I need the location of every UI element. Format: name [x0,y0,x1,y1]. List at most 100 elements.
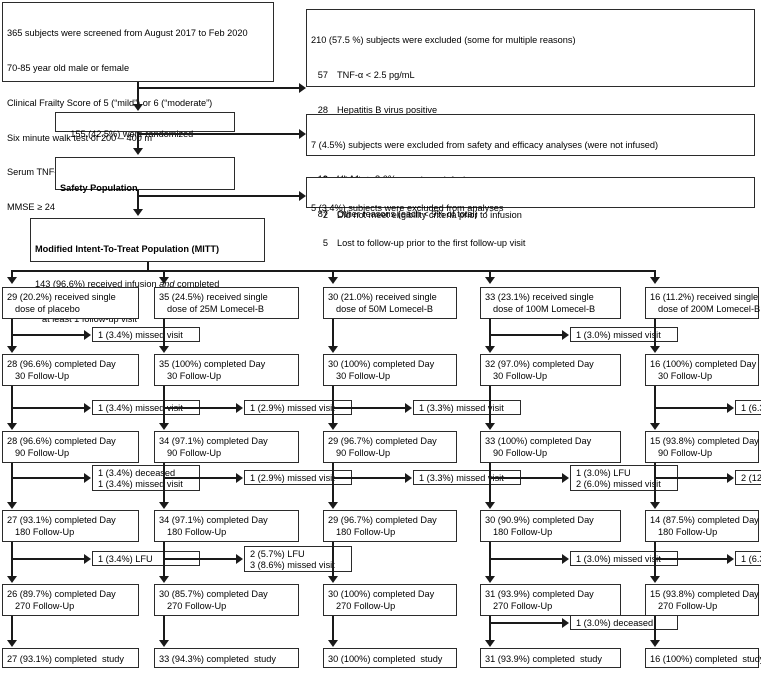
placebo-arrow-after_day180 [84,553,91,564]
loss-text: 1 (6.3%) missed visit [741,403,761,413]
box-line-1: 33 (94.3%) completed study [159,654,276,664]
lomecel-b-200m-connector-day270-followup [654,616,656,642]
lomecel-b-100m-arrow-completed-study [485,640,495,647]
box-line-1: 27 (93.1%) completed study [7,654,124,664]
lomecel-b-50m-connector-day90-followup [332,463,334,504]
box-line-1: 30 (85.7%) completed Day [159,589,268,599]
box-line-2: dose of 25M Lomecel-B [167,304,265,315]
loss-text: 1 (2.9%) missed visit [250,403,335,413]
box-line-1: 29 (20.2%) received single [7,292,116,302]
placebo-arrow-day30-followup [7,346,17,353]
box-line-2: 180 Follow-Up [658,527,718,538]
lomecel-b-100m-branch-after_allocation [489,333,563,336]
arrow-to-randomized [133,104,143,111]
lomecel-b-200m-completed-study-box: 16 (100%) completed study [645,648,761,668]
box-line-1: 15 (93.8%) completed Day [650,589,759,599]
lomecel-b-50m-branch-after_day90 [332,476,406,479]
placebo-branch-after_day180 [11,557,85,560]
loss-text: 2 (5.7%) LFU [250,549,305,559]
lomecel-b-200m-arrow-day90-followup [650,423,660,430]
lomecel-b-200m-arrow-day180-followup [650,502,660,509]
box-line-2: dose of 100M Lomecel-B [493,304,596,315]
box-line-2: 30 Follow-Up [658,371,713,382]
placebo-branch-after_day90 [11,477,85,479]
connector-screening-down [137,82,139,87]
placebo-arrow-day180-followup [7,502,17,509]
placebo-arrow-day90-followup [7,423,17,430]
exclusion-text: Hepatitis B virus positive [337,104,438,115]
box-line-1: 30 (100%) completed study [328,654,443,664]
lomecel-b-100m-arrow-after_day90 [562,473,569,483]
lomecel-b-25m-arrow-day90-followup [159,423,169,430]
lomecel-b-50m-arrow-day30-followup [328,346,338,353]
loss-text: 2 (6.0%) missed visit [576,479,661,490]
placebo-arrow-after_day30 [84,402,91,413]
placebo-connector-day30-followup [11,386,13,425]
safety-population-box: Safety Population 148 (96.1%) received i… [55,157,235,228]
lomecel-b-25m-arrow-day180-followup [159,502,169,509]
loss-text: 1 (3.0%) LFU [576,468,631,478]
screening-line-2: 70-85 year old male or female [7,62,130,73]
loss-text: 1 (3.3%) missed visit [419,403,504,413]
lomecel-b-25m-completed-study-box: 33 (94.3%) completed study [154,648,299,668]
mitt-exclusions-box: 5 (3.4%) subjects were excluded from ana… [306,177,755,248]
screening-criteria-box: 365 subjects were screened from August 2… [2,2,274,212]
arrow-to-mitt-population [133,209,143,216]
lomecel-b-200m-branch-after_day30 [654,406,728,409]
exclusion-text: Did not meet eligibility criteria prior … [337,209,522,220]
lomecel-b-25m-connector-day30-followup [163,386,165,425]
lomecel-b-100m-after_day270-box: 1 (3.0%) deceased [570,615,678,630]
mitt-population-title: Modified Intent-To-Treat Population (MIT… [35,244,220,255]
lomecel-b-100m-connector-day90-followup [489,463,491,504]
box-line-1: 15 (93.8%) completed Day [650,436,759,446]
box-line-2: 90 Follow-Up [167,448,222,459]
lomecel-b-50m-after_day30-box: 1 (3.3%) missed visit [413,400,521,415]
placebo-branch-after_day30 [11,406,85,409]
branch-drop-arm-1 [11,270,13,279]
placebo-completed-study-box: 27 (93.1%) completed study [2,648,139,668]
connector-screening-to-randomized [137,87,139,106]
box-line-2: dose of 50M Lomecel-B [336,304,434,315]
lomecel-b-25m-connector-day90-followup [163,463,165,504]
lomecel-b-100m-connector-day270-followup [489,616,491,642]
placebo-arrow-after_allocation [84,329,91,340]
mitt-line2a: 143 (96.6%) received infusion [35,278,160,289]
box-line-2: 180 Follow-Up [167,527,227,538]
placebo-connector-day180-followup [11,542,13,578]
lomecel-b-200m-after_day30-box: 1 (6.3%) missed visit [735,400,761,415]
arrow-to-safety-population [133,148,143,155]
exclusion-count: 2 [322,209,328,220]
lomecel-b-200m-arrow-day30-followup [650,346,660,353]
connector-randomized-to-exclusions [137,133,301,135]
lomecel-b-200m-arrow-after_day30 [727,402,734,413]
lomecel-b-50m-arrow-day180-followup [328,502,338,509]
connector-safety-down [137,190,139,196]
exclusion-text: Lost to follow-up prior to the first fol… [337,237,526,248]
placebo-connector-day90-followup [11,463,13,504]
loss-text: 2 (12.5%) missed visit [741,473,761,483]
connector-randomized-to-safety [137,133,139,150]
arrow-to-arm-2 [159,277,169,284]
box-line-1: 34 (97.1%) completed Day [159,436,268,446]
loss-text: 1 (3.0%) missed visit [576,330,661,340]
exclusion-count: 87 [317,209,328,220]
arrow-to-arm-4 [485,277,495,284]
lomecel-b-25m-connector-day180-followup [163,542,165,578]
safety-exclusions-header: 7 (4.5%) subjects were excluded from saf… [311,140,659,151]
safety-population-title: Safety Population [60,183,138,194]
lomecel-b-50m-arrow-after_day90 [405,472,412,483]
lomecel-b-200m-branch-after_day90 [654,476,728,479]
